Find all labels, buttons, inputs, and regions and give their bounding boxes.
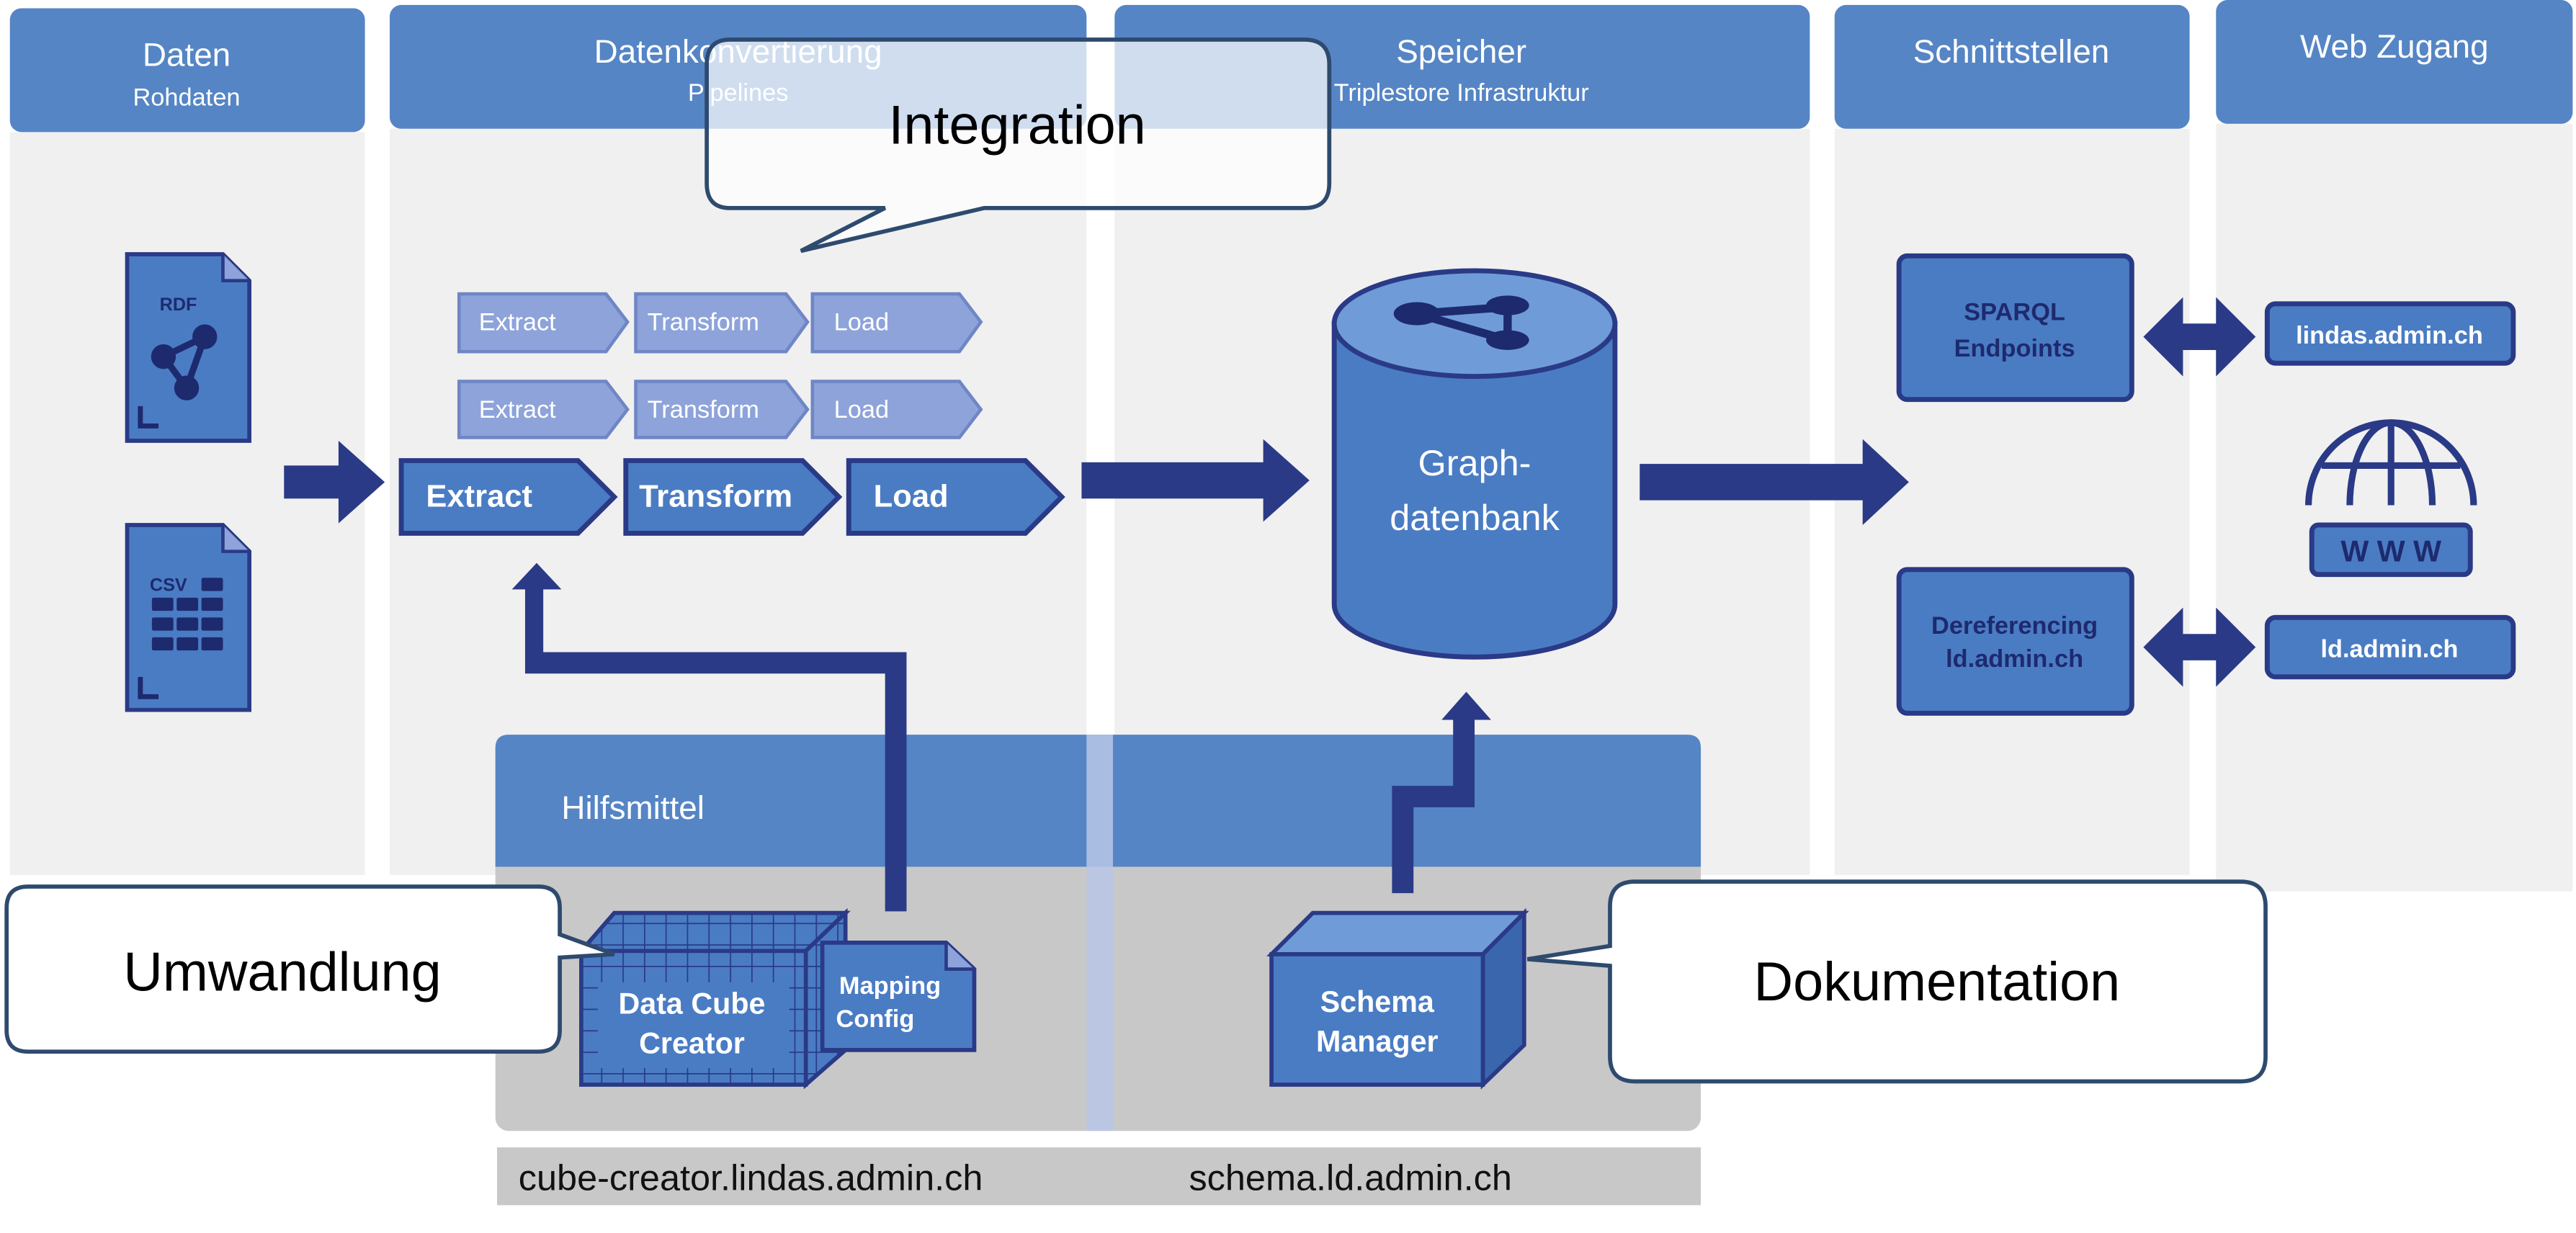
tools-title: Hilfsmittel [561,789,705,826]
deref-label-line1: Dereferencing [1931,612,2098,640]
callout-umwandlung: Umwandlung [4,884,615,1054]
etl-small-load-2: Load [834,396,889,423]
callout-dokumentation: Dokumentation [1526,879,2268,1084]
column-title-speicher: Speicher [1396,33,1526,70]
column-title-web: Web Zugang [2300,28,2489,65]
spreadsheet-icon [151,578,223,651]
callout-dokumentation-text: Dokumentation [1754,952,2121,1013]
csv-file-icon: CSV [125,523,252,712]
rdf-label: RDF [160,295,197,315]
transform-step [623,458,843,536]
schema-manager-url: schema.ld.admin.ch [1189,1157,1511,1198]
extract-step [398,458,618,536]
arrow-daten-to-etl [284,441,385,524]
schema-label-line1: Schema [1320,985,1435,1018]
callout-umwandlung-text: Umwandlung [123,942,441,1003]
etl-small-transform-1: Transform [648,308,759,336]
sparql-label-line1: SPARQL [1964,299,2065,326]
callout-integration-text: Integration [888,95,1145,156]
tools-url-bar: cube-creator.lindas.admin.ch schema.ld.a… [496,1147,1701,1206]
column-web-zugang: Web Zugang [2216,0,2573,892]
deref-label-line2: ld.admin.ch [1946,645,2083,673]
callout-integration: Integration [705,37,1332,254]
load-label: Load [874,480,949,514]
www-label: W W W [2340,534,2441,568]
database-label-line2: datenbank [1390,497,1560,538]
mapping-label-line2: Config [836,1005,915,1033]
arrow-db-to-interfaces [1640,439,1909,525]
cube-label-line1: Data Cube [618,987,765,1020]
extract-label: Extract [426,480,532,514]
sparql-label-line2: Endpoints [1954,335,2075,362]
schema-manager-box: Schema Manager [1266,907,1529,1090]
lindas-link[interactable]: lindas.admin.ch [2264,301,2516,366]
cube-label-line2: Creator [639,1026,745,1059]
rdf-file-icon: RDF [125,252,252,443]
graph-database: Graph- datenbank [1331,268,1618,660]
csv-label: CSV [150,575,187,596]
database-label-line1: Graph- [1418,442,1531,483]
cube-creator-url: cube-creator.lindas.admin.ch [519,1157,983,1198]
etl-pipeline-row-1: Extract Transform Load [457,292,983,354]
etl-small-transform-2: Transform [648,396,759,423]
mapping-label-line1: Mapping [839,972,941,1000]
load-step [846,458,1065,536]
double-arrow-sparql [2143,297,2256,377]
column-title-daten: Daten [143,37,231,73]
etl-small-extract-1: Extract [479,308,556,336]
ld-link[interactable]: ld.admin.ch [2264,614,2516,680]
arrow-etl-to-db [1081,439,1310,522]
etl-small-extract-2: Extract [479,396,556,423]
dereferencing-box: Dereferencing ld.admin.ch [1896,567,2134,716]
double-arrow-deref [2143,607,2256,687]
arrow-schema-to-db [1392,691,1491,894]
globe-www-icon: W W W [2305,419,2477,578]
etl-pipeline-row-2: Extract Transform Load [457,380,983,439]
graph-icon [1393,295,1529,350]
lindas-label: lindas.admin.ch [2296,322,2483,349]
mapping-config-file-icon: Mapping Config [820,941,977,1052]
sparql-endpoints-box: SPARQL Endpoints [1896,253,2134,403]
etl-pipeline-main: Extract Transform Load [398,458,1065,536]
data-cube-creator-icon: Data Cube Creator [576,907,851,1090]
column-schnittstellen: Schnittstellen [1834,4,2190,875]
etl-small-load-1: Load [834,308,889,336]
schema-label-line2: Manager [1316,1025,1439,1058]
column-subtitle-daten: Rohdaten [133,84,240,112]
column-title-schnittstellen: Schnittstellen [1913,33,2110,70]
rdf-graph-icon [151,324,218,400]
ld-label: ld.admin.ch [2320,635,2458,663]
transform-label: Transform [639,480,792,514]
column-subtitle-speicher: Triplestore Infrastruktur [1334,79,1589,107]
